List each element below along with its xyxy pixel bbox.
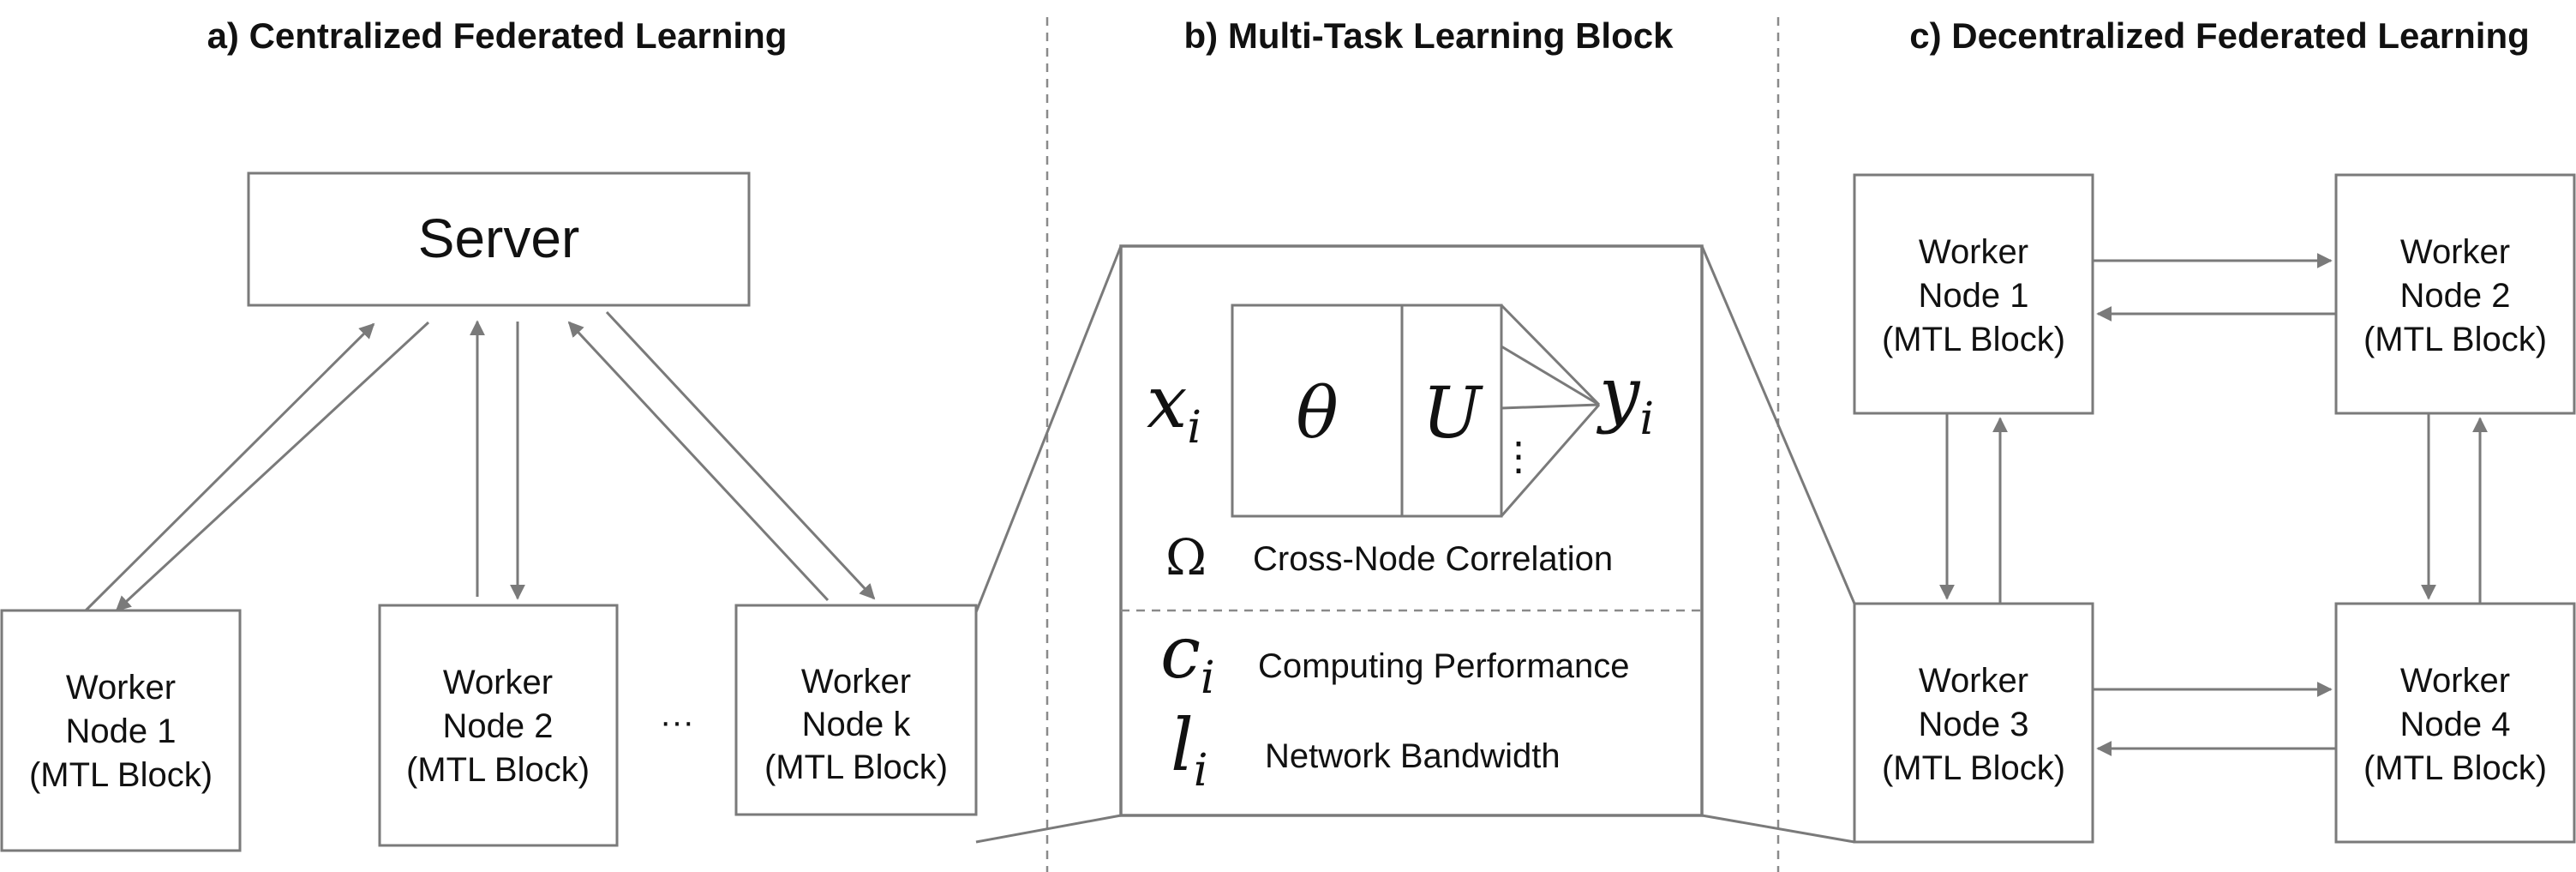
dec-node-4: Worker Node 4 (MTL Block) [2334, 602, 2576, 844]
node-line: Node 1 [66, 713, 177, 750]
title-mtl-block: b) Multi-Task Learning Block [1184, 15, 1674, 56]
node-line: Node 3 [1919, 706, 2029, 743]
input-symbol: xi [1147, 360, 1201, 454]
node-line: Worker [2400, 233, 2510, 271]
output-symbol: yi [1596, 352, 1654, 445]
node-line: (MTL Block) [2363, 321, 2547, 358]
server-label: Server [418, 207, 580, 269]
dec-node-2: Worker Node 2 (MTL Block) [2334, 173, 2576, 415]
l-label: Network Bandwidth [1265, 737, 1561, 775]
mtl-block: xi θ U ⋮ yi Ω Cross-Node Correlation ci … [1119, 244, 1704, 817]
title-decentralized: c) Decentralized Federated Learning [1909, 15, 2530, 56]
omega-symbol: Ω [1165, 528, 1207, 586]
node-line: Node k [802, 706, 912, 743]
node-line: Node 4 [2400, 706, 2511, 743]
head-line-2 [1501, 345, 1600, 406]
head-line-4 [1500, 404, 1601, 517]
node-line: (MTL Block) [29, 756, 213, 794]
node-line: Node 2 [443, 707, 554, 745]
node-line: Worker [66, 669, 176, 707]
node-line: Worker [443, 664, 553, 701]
dec-node-3: Worker Node 3 (MTL Block) [1853, 602, 2094, 844]
node-line: Worker [1919, 662, 2028, 700]
node-line: Node 2 [2400, 277, 2511, 315]
title-centralized: a) Centralized Federated Learning [207, 15, 788, 56]
node-line: Worker [1919, 233, 2028, 271]
arrow-server-to-nodek [605, 310, 876, 600]
omega-label: Cross-Node Correlation [1253, 540, 1613, 578]
vdots: ⋮ [1499, 434, 1538, 478]
node-line: (MTL Block) [2363, 749, 2547, 787]
node-line: Worker [2400, 662, 2510, 700]
dec-node-1: Worker Node 1 (MTL Block) [1853, 173, 2094, 415]
node-line: (MTL Block) [764, 749, 948, 786]
node-line: Worker [801, 663, 911, 701]
zoom-line-left-bottom [975, 814, 1122, 844]
arrow-node1-to-server [84, 322, 375, 612]
central-node-k: Worker Node k (MTL Block) [734, 604, 978, 816]
node-line: (MTL Block) [406, 751, 590, 789]
zoom-line-right-bottom [1701, 814, 1855, 844]
l-symbol: li [1171, 703, 1208, 797]
theta-symbol: θ [1296, 373, 1338, 454]
node-line: Node 1 [1919, 277, 2029, 315]
theta-box [1231, 304, 1404, 518]
arrow-nodek-to-server [567, 321, 830, 602]
node-line: (MTL Block) [1882, 321, 2065, 358]
head-line-3 [1501, 403, 1600, 410]
central-node-1: Worker Node 1 (MTL Block) [0, 609, 242, 852]
u-box [1400, 304, 1503, 518]
node-line: (MTL Block) [1882, 749, 2065, 787]
zoom-line-right-top [1700, 245, 1856, 604]
u-symbol: U [1422, 373, 1483, 454]
ellipsis: ··· [660, 703, 694, 741]
server-box: Server [247, 171, 751, 307]
zoom-line-left-top [974, 245, 1123, 613]
head-line-1 [1500, 304, 1601, 406]
central-node-2: Worker Node 2 (MTL Block) [378, 604, 619, 847]
c-symbol: ci [1160, 610, 1215, 704]
c-label: Computing Performance [1258, 647, 1630, 685]
arrow-server-to-node1 [115, 321, 430, 612]
